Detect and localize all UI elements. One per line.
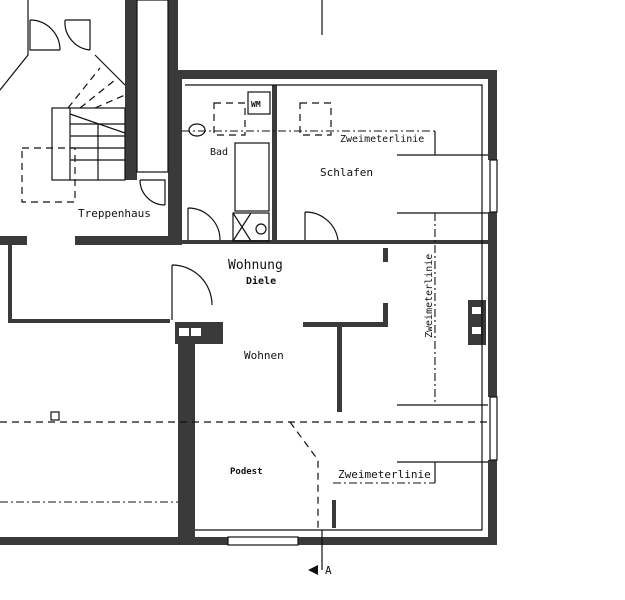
washer-label: WM [251,100,261,109]
room-label-bedroom: Schlafen [320,166,373,179]
room-label-landing: Podest [230,467,263,477]
room-label-apartment: Wohnung [228,258,283,273]
two-meter-line-bottom: Zweimeterlinie [338,468,431,481]
room-label-hall: Diele [246,275,276,287]
room-label-living: Wohnen [244,349,284,362]
two-meter-line-top: Zweimeterlinie [340,134,424,145]
room-label-stairwell: Treppenhaus [78,207,151,220]
fixtures [0,0,498,575]
labels: Treppenhaus Bad WM Schlafen Zweimeterlin… [78,100,435,577]
two-meter-line-vertical: Zweimeterlinie [424,254,435,338]
section-marker-label: A [325,564,332,577]
room-label-bath: Bad [210,147,228,158]
